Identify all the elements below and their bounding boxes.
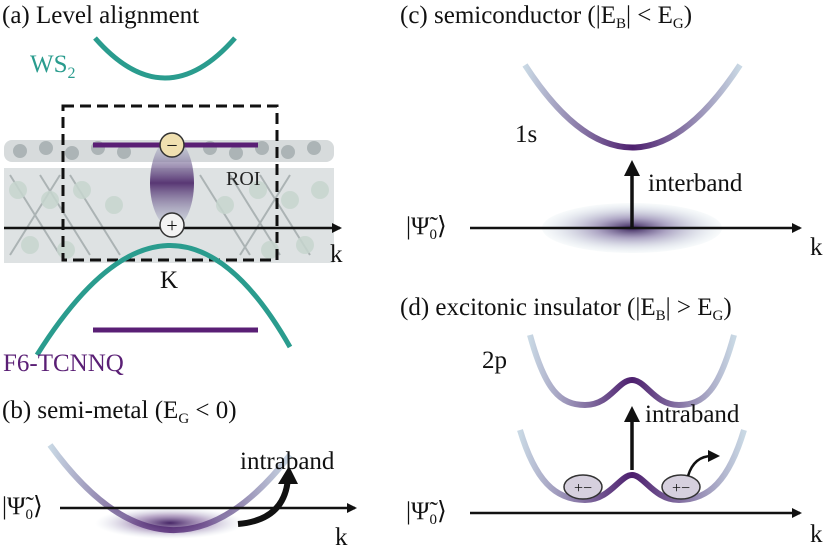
ws2-label: WS2 [30, 51, 76, 82]
svg-text:+: + [166, 215, 177, 237]
semiconductor-band [522, 63, 743, 151]
electron-symbol: − [159, 132, 185, 158]
2p-label: 2p [482, 347, 507, 374]
exciton-pair-right: +− [661, 474, 701, 500]
interband-label: interband [648, 170, 743, 197]
panel-c-title-end: ) [684, 2, 692, 29]
panel-d-title-sub1: B [656, 308, 666, 324]
k-label-b: k [335, 524, 348, 551]
panel-d-title-sub2: G [713, 308, 724, 324]
psi0-b-sub: 0 [25, 507, 33, 523]
panel-c-title-sub2: G [673, 16, 684, 32]
psi0-d-sub: 0 [429, 512, 437, 528]
breakup-arrowhead [708, 450, 720, 462]
panel-c-title-main: (c) semiconductor (|E [400, 2, 616, 29]
panel-c-title-mid: | < E [626, 2, 673, 29]
panel-b-title-sub: G [178, 411, 189, 427]
roi-label: ROI [226, 168, 260, 190]
psi0-label-b: |Ψ̃0⟩ [2, 493, 43, 523]
hole-symbol: + [159, 212, 185, 238]
panel-d-title-end: ) [723, 294, 731, 321]
exciton-glow [150, 138, 194, 228]
interband-arrowhead [624, 160, 640, 176]
psi0-label-c: |Ψ̃0⟩ [406, 213, 447, 243]
panel-d-title-main: (d) excitonic insulator (|E [400, 294, 656, 321]
panel-b: (b) semi-metal (EG < 0) k |Ψ̃0⟩ intraban… [2, 397, 357, 551]
excitonic-upper-band [527, 334, 737, 409]
panel-d: (d) excitonic insulator (|EB| > EG) 2p i… [400, 294, 823, 548]
intraband-label-d: intraband [645, 401, 740, 428]
psi0-c-end: ⟩ [437, 213, 447, 240]
intraband-arrowhead-b [278, 466, 298, 484]
panel-c-title-sub1: B [616, 16, 626, 32]
k-label-d: k [810, 521, 823, 548]
psi0-b-end: ⟩ [33, 493, 43, 520]
intraband-arrowhead-d [624, 406, 640, 422]
psi0-d-end: ⟩ [437, 498, 447, 525]
ws2-label-sub: 2 [68, 65, 76, 82]
f6-tcnnq-label: F6-TCNNQ [3, 350, 124, 377]
ws2-valence-band [34, 243, 293, 357]
psi0-c-sub: 0 [429, 227, 437, 243]
svg-text:−: − [166, 135, 177, 157]
k-label-c: k [810, 234, 823, 261]
panel-c: (c) semiconductor (|EB| < EG) 1s interba… [400, 2, 823, 261]
panel-c-title: (c) semiconductor (|EB| < EG) [400, 2, 692, 32]
ws2-conduction-band [93, 36, 237, 81]
panel-a: (a) Level alignment WS2 [2, 2, 343, 377]
svg-text:+−: +− [574, 480, 592, 497]
roi-box [61, 104, 279, 262]
1s-label: 1s [515, 121, 537, 148]
psi0-label-d: |Ψ̃0⟩ [406, 498, 447, 528]
panel-b-title-main: (b) semi-metal (E [2, 397, 178, 424]
K-point-label: K [160, 267, 178, 294]
exciton-pair-left: +− [563, 474, 603, 500]
panel-b-title-end: < 0) [189, 397, 236, 424]
semimetal-occupation [95, 507, 245, 539]
panel-b-title: (b) semi-metal (EG < 0) [2, 397, 237, 427]
panel-d-title: (d) excitonic insulator (|EB| > EG) [400, 294, 732, 324]
svg-text:+−: +− [672, 480, 690, 497]
ws2-label-main: WS [30, 51, 68, 78]
k-label-a: k [330, 241, 343, 268]
panel-d-title-mid: | > E [666, 294, 713, 321]
panel-a-title: (a) Level alignment [2, 2, 199, 29]
intraband-arrow-b [237, 477, 291, 527]
excitonic-lower-band [517, 429, 747, 504]
